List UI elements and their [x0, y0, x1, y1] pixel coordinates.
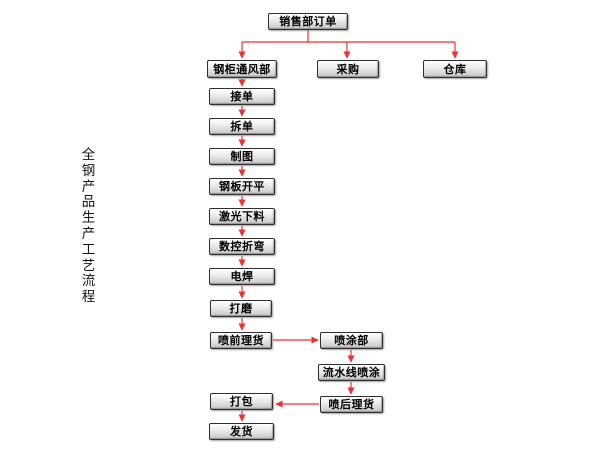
- node-pre-spray-tally: 喷前理货: [210, 332, 272, 349]
- node-split-order: 拆单: [209, 118, 275, 135]
- node-spray-dept: 喷涂部: [320, 332, 383, 349]
- diagram-title: 全钢产品生产工艺流程: [81, 147, 96, 306]
- node-packing: 打包: [210, 393, 273, 410]
- node-grinding: 打磨: [210, 300, 272, 317]
- node-shipping: 发货: [209, 423, 274, 440]
- node-cnc-bending: 数控折弯: [209, 238, 275, 255]
- node-post-spray-tally: 喷后理货: [320, 396, 383, 413]
- node-welding: 电焊: [209, 268, 275, 285]
- node-line-spraying: 流水线喷涂: [318, 364, 385, 381]
- node-purchasing: 采购: [317, 60, 379, 78]
- node-receive-order: 接单: [209, 88, 275, 105]
- node-sales-order: 销售部订单: [268, 13, 348, 30]
- node-plate-leveling: 钢板开平: [209, 178, 275, 195]
- node-laser-cutting: 激光下料: [209, 208, 275, 225]
- node-cabinet-vent-dept: 钢柜通风部: [207, 60, 277, 78]
- node-drafting: 制图: [209, 148, 275, 165]
- node-warehouse: 仓库: [423, 60, 487, 78]
